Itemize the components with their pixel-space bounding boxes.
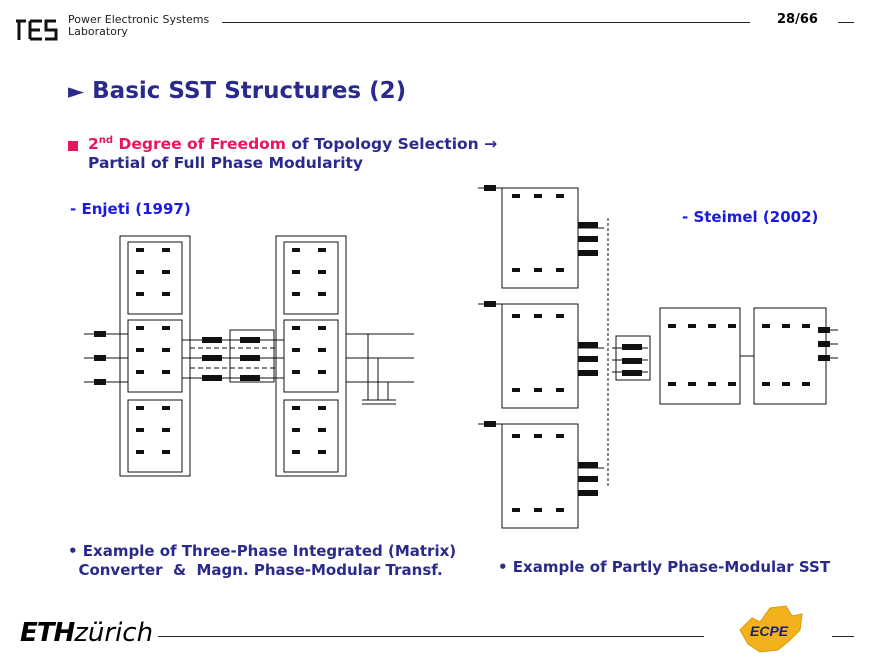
- footer-rule: [158, 636, 704, 637]
- left-caption-line1: • Example of Three-Phase Integrated (Mat…: [68, 542, 457, 560]
- header-rule: [222, 22, 750, 23]
- lab-name-line1: Power Electronic Systems: [68, 13, 210, 26]
- steimel-circuit-diagram: [478, 185, 838, 529]
- bullet-rest: of Topology Selection →: [285, 135, 498, 154]
- bullet-line2: Partial of Full Phase Modularity: [88, 154, 364, 173]
- steimel-label: - Steimel (2002): [682, 208, 819, 226]
- slide-title: ► Basic SST Structures (2): [68, 78, 406, 104]
- eth-logo-light: zürich: [74, 618, 154, 648]
- ecpe-logo: ECPE: [739, 605, 803, 653]
- title-text: Basic SST Structures (2): [92, 78, 407, 104]
- pes-logo: [16, 19, 58, 41]
- ecpe-logo-text: ECPE: [750, 623, 789, 639]
- bullet-highlight: 2nd Degree of Freedom: [88, 135, 286, 154]
- lab-name-line2: Laboratory: [68, 25, 128, 38]
- main-bullet: 2nd Degree of Freedom of Topology Select…: [88, 131, 497, 173]
- page-number: 28/66: [777, 12, 818, 27]
- left-caption-line2: Converter & Magn. Phase-Modular Transf.: [68, 561, 443, 579]
- eth-logo-bold: ETH: [20, 618, 75, 648]
- title-arrow-icon: ►: [68, 79, 85, 103]
- enjeti-circuit-diagram: [84, 235, 414, 477]
- header-rule-right: [838, 22, 854, 23]
- right-caption: • Example of Partly Phase-Modular SST: [498, 558, 831, 576]
- enjeti-label: - Enjeti (1997): [70, 200, 191, 218]
- left-caption: • Example of Three-Phase Integrated (Mat…: [68, 542, 456, 580]
- eth-zurich-logo: ETHzürich: [20, 618, 153, 648]
- lab-name: Power Electronic Systems Laboratory: [68, 14, 209, 38]
- square-bullet-icon: [68, 141, 78, 151]
- footer-rule-right: [832, 636, 854, 637]
